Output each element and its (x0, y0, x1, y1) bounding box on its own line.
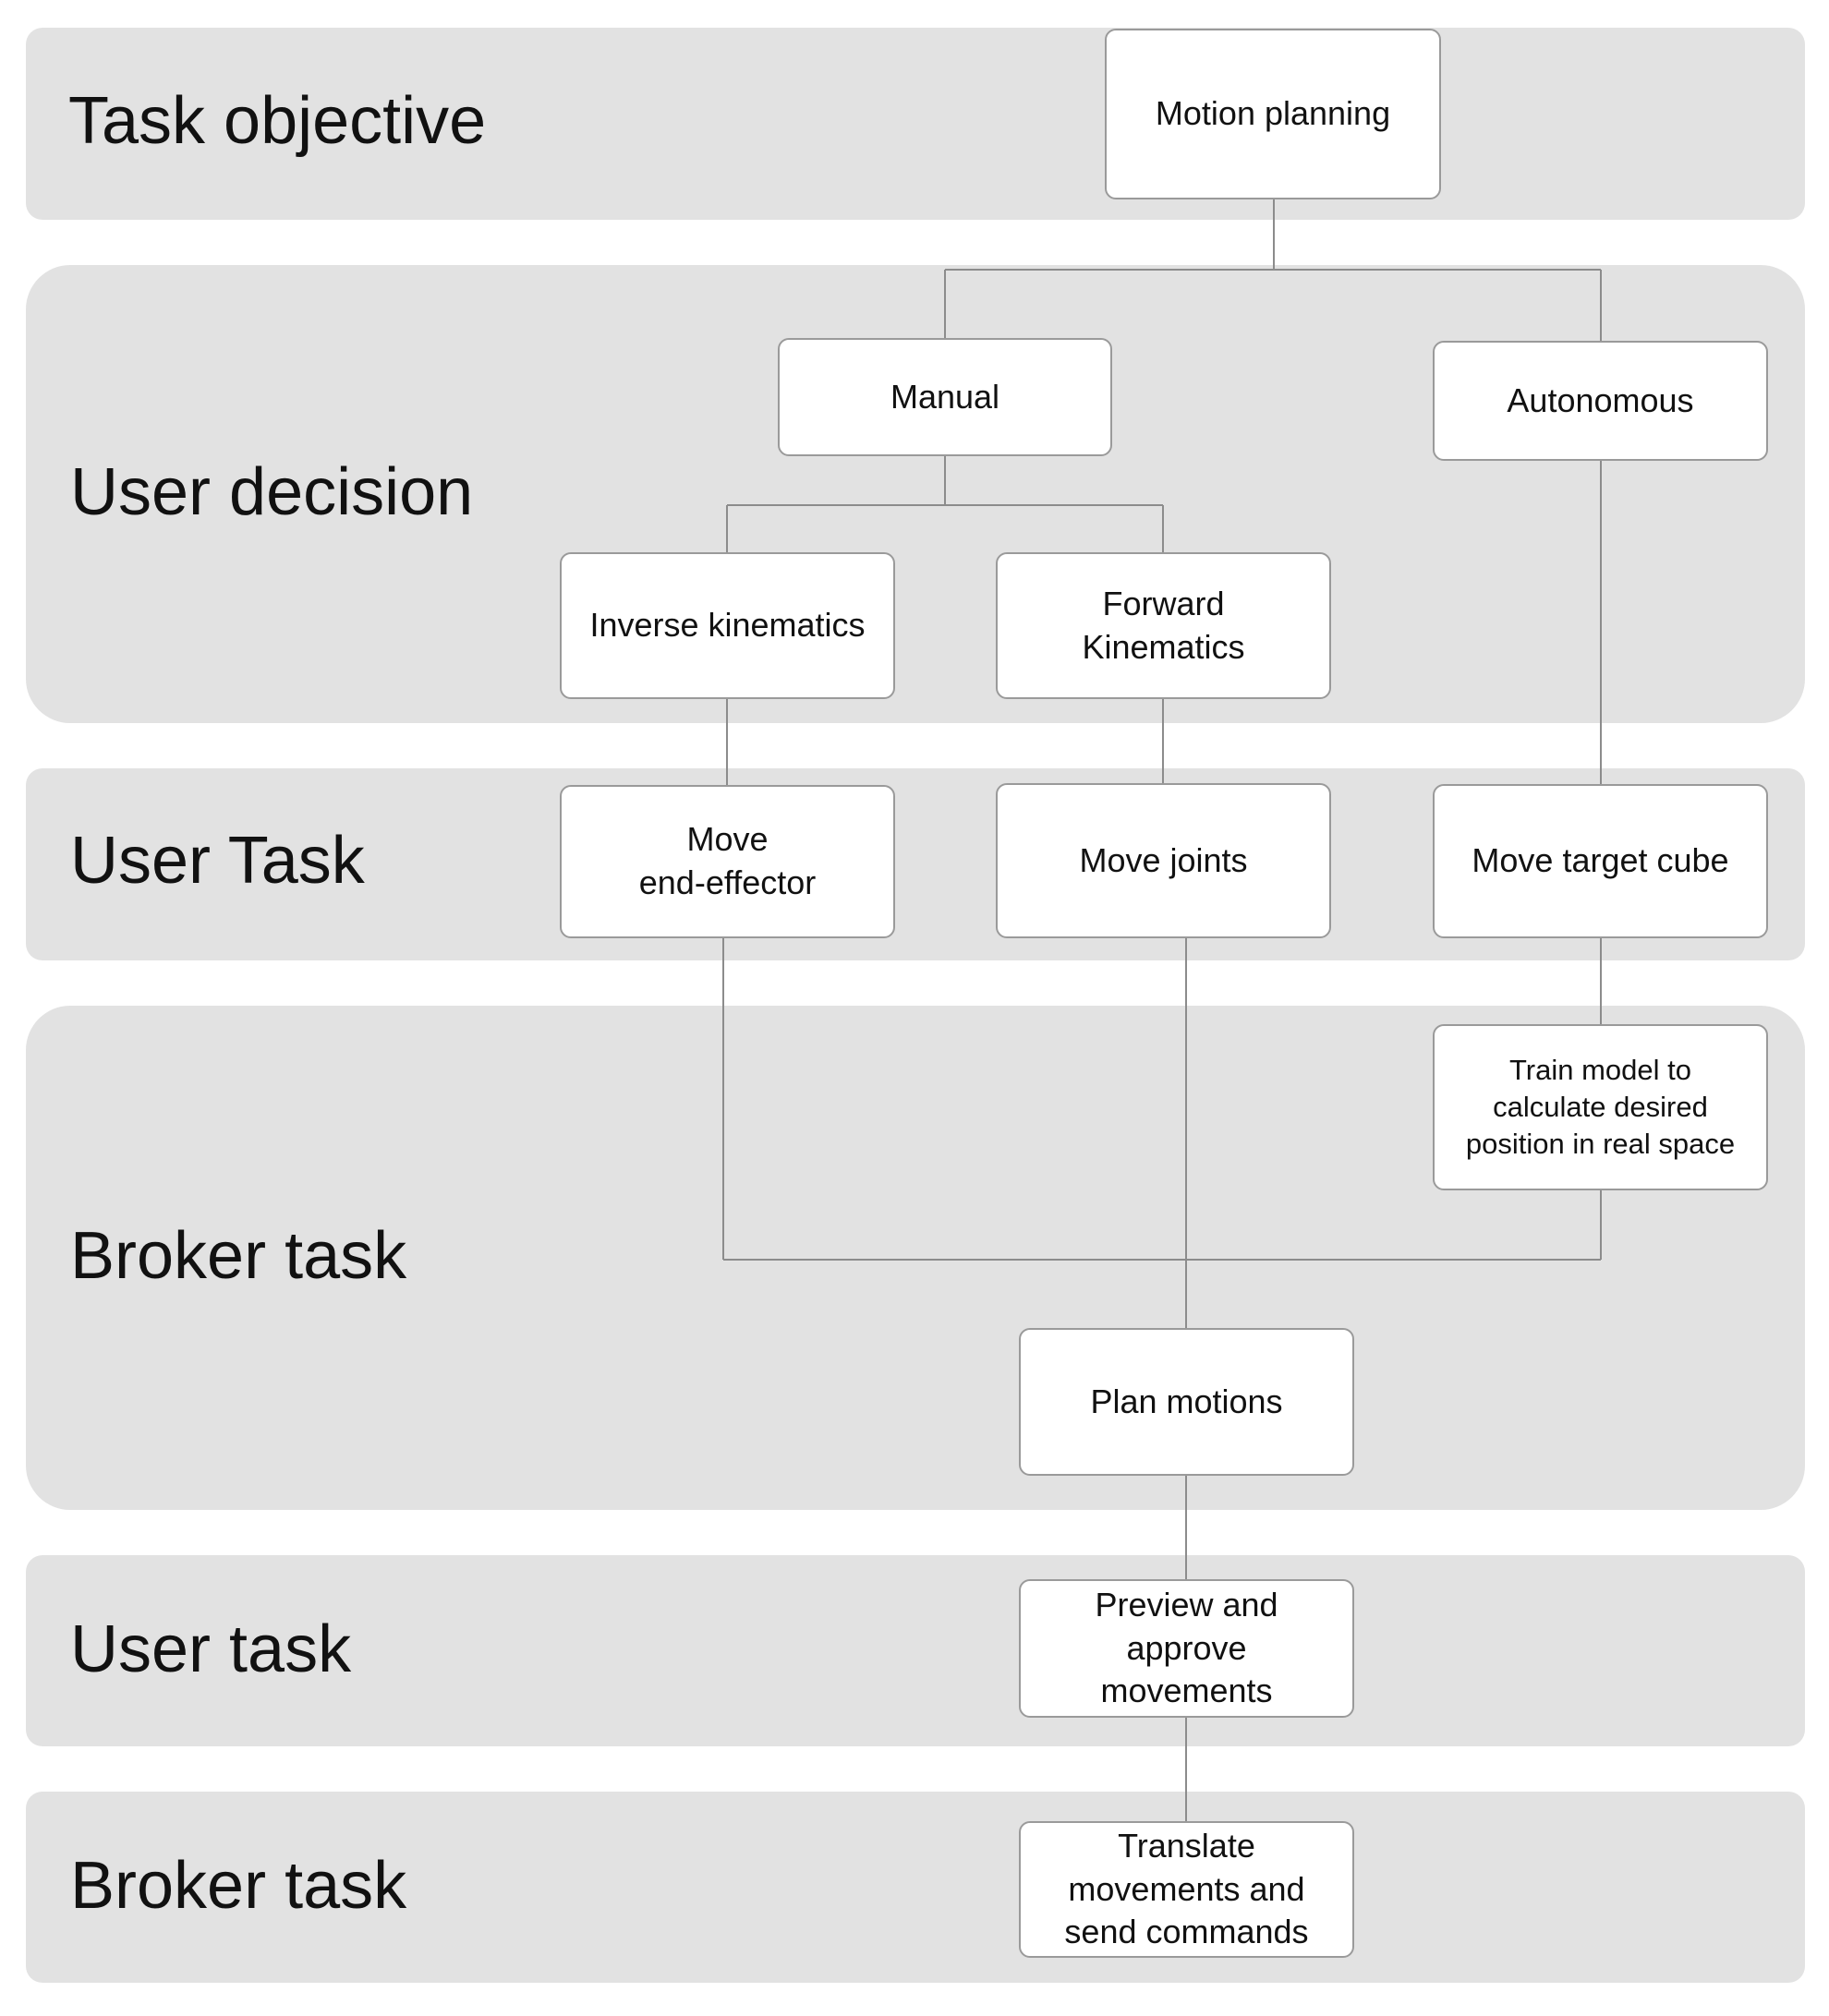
node-motion-planning-label: Motion planning (1155, 94, 1391, 133)
node-move-joints: Move joints (996, 783, 1331, 938)
lane-label-broker-task-2: Broker task (70, 1849, 407, 1923)
node-forward-kinematics-label: Forward Kinematics (1082, 584, 1245, 666)
node-manual-label: Manual (890, 377, 1000, 416)
lane-label-task-objective: Task objective (68, 84, 487, 158)
node-move-target-cube: Move target cube (1433, 784, 1768, 938)
node-plan-motions: Plan motions (1019, 1328, 1354, 1476)
lane-task-objective (26, 28, 1805, 220)
lane-broker-task-2 (26, 1792, 1805, 1983)
node-plan-motions-label: Plan motions (1090, 1382, 1283, 1420)
lane-label-user-task: User Task (70, 824, 365, 898)
node-move-target-cube-label: Move target cube (1472, 841, 1729, 880)
node-autonomous: Autonomous (1433, 341, 1768, 461)
node-translate-movements-label: Translate movements and send commands (1064, 1826, 1309, 1951)
node-move-end-effector: Move end-effector (560, 785, 895, 938)
node-preview-approve-label: Preview and approve movements (1095, 1585, 1278, 1710)
node-move-end-effector-label: Move end-effector (638, 820, 817, 901)
node-preview-approve: Preview and approve movements (1019, 1579, 1354, 1718)
node-train-model: Train model to calculate desired positio… (1433, 1024, 1768, 1190)
lane-label-user-task-2: User task (70, 1612, 352, 1686)
node-translate-movements: Translate movements and send commands (1019, 1821, 1354, 1958)
lane-label-broker-task: Broker task (70, 1219, 407, 1293)
node-inverse-kinematics: Inverse kinematics (560, 552, 895, 699)
node-motion-planning: Motion planning (1105, 29, 1441, 199)
lane-label-user-decision: User decision (70, 455, 474, 529)
node-forward-kinematics: Forward Kinematics (996, 552, 1331, 699)
lane-user-task-2 (26, 1555, 1805, 1746)
node-inverse-kinematics-label: Inverse kinematics (589, 606, 866, 645)
node-move-joints-label: Move joints (1079, 840, 1248, 879)
node-autonomous-label: Autonomous (1507, 380, 1694, 419)
node-train-model-label: Train model to calculate desired positio… (1465, 1053, 1736, 1161)
node-manual: Manual (778, 338, 1112, 456)
